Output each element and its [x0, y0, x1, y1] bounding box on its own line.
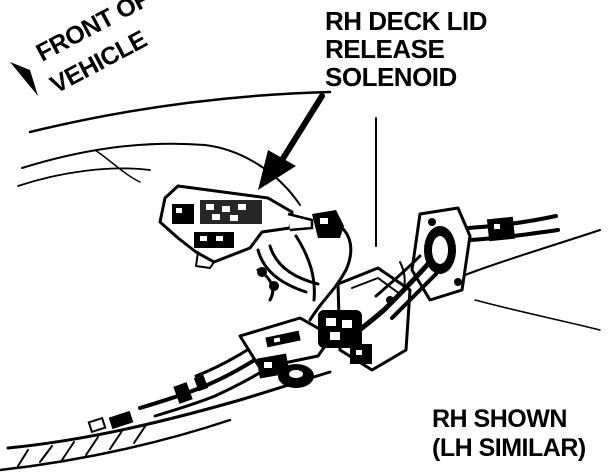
body-panel-lines [17, 90, 601, 331]
deck-lid-solenoid [158, 184, 314, 269]
shown-label-line2: (LH SIMILAR) [432, 434, 586, 462]
front-direction-arrow [10, 62, 38, 96]
solenoid-leader-arrowhead [258, 150, 296, 190]
harness-grommet [343, 206, 560, 343]
shown-label-line1: RH SHOWN [432, 405, 567, 433]
solenoid-leader-line [279, 93, 325, 163]
rh-shown-note: RH SHOWN (LH SIMILAR) [432, 405, 586, 462]
solenoid-label-line1: RH DECK LID [325, 6, 487, 36]
front-of-vehicle-callout: FRONT OF VEHICLE [10, 0, 154, 99]
solenoid-callout: RH DECK LID RELEASE SOLENOID [258, 6, 488, 190]
solenoid-connector [312, 210, 353, 272]
trunk-floor-edge [0, 370, 332, 472]
solenoid-label-line2: RELEASE [325, 34, 444, 64]
solenoid-label-line3: SOLENOID [325, 62, 457, 92]
